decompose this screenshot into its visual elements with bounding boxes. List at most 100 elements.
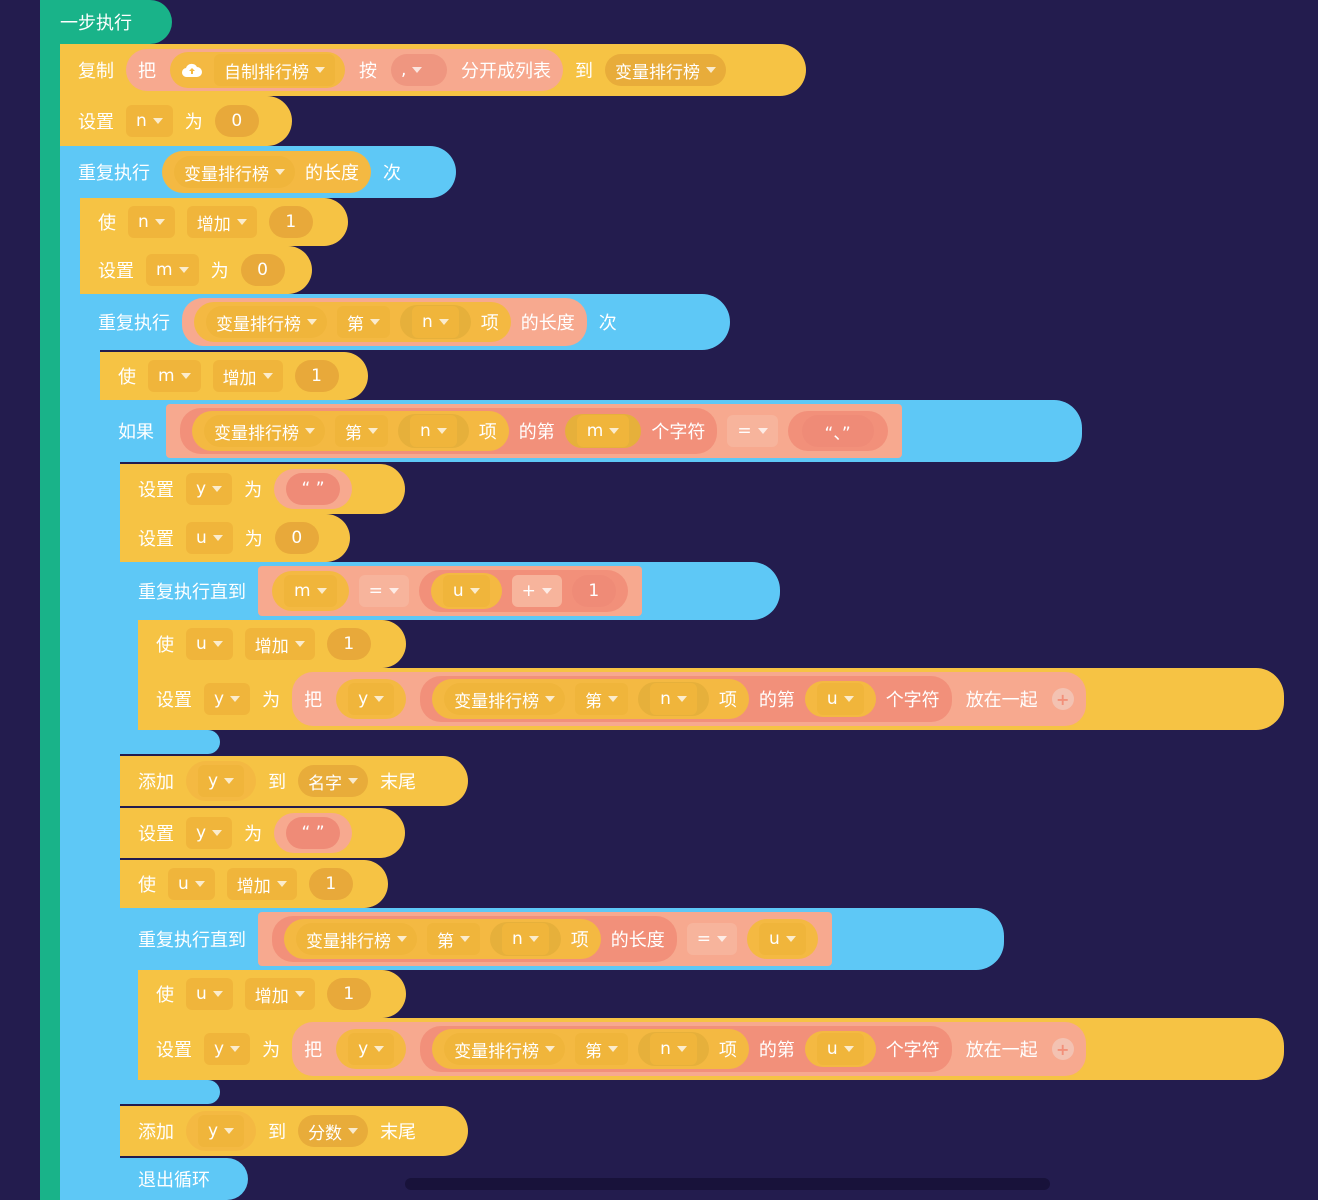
var-dropdown[interactable]: y [204, 683, 251, 715]
change-op-dropdown[interactable]: 增加 [186, 206, 257, 238]
equals-condition[interactable]: m = u + 1 [258, 566, 642, 616]
length-reporter[interactable]: 变量排行榜 的长度 [162, 151, 371, 193]
var-reporter[interactable]: u [804, 1031, 876, 1067]
index-type-dropdown[interactable]: 第 [337, 306, 390, 338]
one-step-hat-block[interactable]: 一步执行 [40, 0, 172, 44]
var-dropdown[interactable]: n [128, 206, 175, 238]
compare-op-dropdown[interactable]: = [727, 415, 778, 447]
var-dropdown[interactable]: n [126, 105, 173, 137]
list-dropdown[interactable]: 分数 [298, 1115, 369, 1147]
var-dropdown[interactable]: m [148, 360, 201, 392]
var-dropdown[interactable]: y [348, 1033, 395, 1065]
index-type-dropdown[interactable]: 第 [335, 415, 388, 447]
set-m-block[interactable]: 设置 m 为 0 [80, 246, 312, 294]
item-reporter[interactable]: 变量排行榜 第 n 项 [194, 302, 511, 342]
change-op-dropdown[interactable]: 增加 [244, 978, 315, 1010]
list-dropdown[interactable]: 变量排行榜 [204, 415, 325, 447]
separator-dropdown[interactable]: , [391, 54, 447, 86]
list-dropdown[interactable]: 变量排行榜 [296, 923, 417, 955]
var-dropdown[interactable]: u [759, 923, 806, 955]
number-input[interactable]: 1 [326, 978, 371, 1010]
var-dropdown[interactable]: u [186, 522, 233, 554]
number-input[interactable]: 0 [214, 105, 259, 137]
string-input[interactable]: “、” [801, 415, 874, 447]
change-u-block[interactable]: 使 u 增加 1 [138, 970, 406, 1018]
var-dropdown[interactable]: y [186, 473, 233, 505]
compare-op-dropdown[interactable]: = [686, 923, 738, 955]
item-reporter[interactable]: 变量排行榜 第 n 项 [192, 411, 509, 451]
var-dropdown[interactable]: n [502, 923, 549, 955]
var-dropdown[interactable]: y [198, 1115, 245, 1147]
var-reporter[interactable]: n [638, 1032, 709, 1066]
change-op-dropdown[interactable]: 增加 [226, 868, 297, 900]
split-list-slot[interactable]: 把 自制排行榜 按 , 分开成列表 [126, 49, 563, 91]
item-reporter[interactable]: 变量排行榜 第 n 项 [284, 919, 601, 959]
var-dropdown[interactable]: y [198, 765, 245, 797]
add-to-scores-block[interactable]: 添加 y 到 分数 末尾 [120, 1106, 468, 1156]
string-reporter[interactable]: “ ” [274, 469, 353, 509]
var-dropdown[interactable]: m [576, 415, 630, 447]
var-dropdown[interactable]: n [650, 683, 697, 715]
add-slot-plus-icon[interactable]: + [1051, 688, 1074, 710]
char-reporter[interactable]: 变量排行榜 第 n 项 的第 m 个字符 [180, 408, 718, 454]
var-reporter[interactable]: n [638, 682, 709, 716]
cloud-list-reporter[interactable]: 自制排行榜 [170, 52, 345, 88]
length-reporter[interactable]: 变量排行榜 第 n 项 的长度 [272, 916, 677, 962]
number-input[interactable]: 1 [326, 628, 371, 660]
var-reporter[interactable]: u [804, 681, 876, 717]
var-dropdown[interactable]: y [186, 817, 233, 849]
var-dropdown[interactable]: m [146, 254, 199, 286]
change-u-block[interactable]: 使 u 增加 1 [138, 620, 406, 668]
var-reporter[interactable]: n [398, 414, 469, 448]
repeat-until-block[interactable]: 重复执行直到 m = u + 1 [120, 562, 780, 620]
index-type-dropdown[interactable]: 第 [575, 683, 629, 715]
list-dropdown[interactable]: 变量排行榜 [174, 156, 295, 188]
var-reporter[interactable]: y [186, 761, 257, 801]
char-reporter[interactable]: 变量排行榜 第 n 项 的第 u 个字符 [420, 1026, 952, 1072]
index-type-dropdown[interactable]: 第 [575, 1033, 629, 1065]
break-loop-block[interactable]: 退出循环 [120, 1158, 248, 1200]
horizontal-scrollbar[interactable] [405, 1178, 1050, 1190]
set-y-join-block[interactable]: 设置 y 为 把 y 变量排行榜 第 n 项 的第 u 个字符 放在一起 + [138, 1018, 1284, 1080]
repeat-times-block[interactable]: 重复执行 变量排行榜 的长度 次 [60, 146, 456, 198]
var-reporter[interactable]: y [336, 1029, 407, 1069]
var-reporter[interactable]: u [747, 919, 818, 959]
set-y-join-block[interactable]: 设置 y 为 把 y 变量排行榜 第 n 项 的第 u 个字符 放在一起 + [138, 668, 1284, 730]
var-dropdown[interactable]: u [186, 978, 233, 1010]
item-reporter[interactable]: 变量排行榜 第 n 项 [432, 679, 749, 719]
index-type-dropdown[interactable]: 第 [427, 923, 480, 955]
set-u-block[interactable]: 设置 u 为 0 [120, 514, 350, 562]
var-dropdown[interactable]: y [204, 1033, 251, 1065]
add-reporter[interactable]: u + 1 [418, 570, 628, 612]
var-dropdown[interactable]: u [816, 683, 864, 715]
number-input[interactable]: 0 [240, 254, 285, 286]
set-n-block[interactable]: 设置 n 为 0 [60, 96, 292, 146]
repeat-until-block[interactable]: 重复执行直到 变量排行榜 第 n 项 的长度 = u [120, 908, 1004, 970]
list-dropdown[interactable]: 变量排行榜 [444, 1033, 566, 1065]
var-dropdown[interactable]: n [650, 1033, 697, 1065]
var-dropdown[interactable]: u [442, 575, 490, 607]
item-reporter[interactable]: 变量排行榜 第 n 项 [432, 1029, 749, 1069]
add-slot-plus-icon[interactable]: + [1051, 1038, 1074, 1060]
cloud-list-dropdown[interactable]: 自制排行榜 [214, 54, 335, 86]
number-input[interactable]: 1 [308, 868, 353, 900]
var-dropdown[interactable]: u [168, 868, 215, 900]
list-dropdown[interactable]: 名字 [298, 765, 369, 797]
equals-condition[interactable]: 变量排行榜 第 n 项 的长度 = u [258, 912, 832, 966]
var-dropdown[interactable]: n [412, 306, 459, 338]
join-reporter[interactable]: 把 y 变量排行榜 第 n 项 的第 u 个字符 放在一起 + [292, 672, 1086, 726]
var-dropdown[interactable]: u [816, 1033, 864, 1065]
math-op-dropdown[interactable]: + [511, 575, 562, 607]
copy-split-block[interactable]: 复制 把 自制排行榜 按 , 分开成列表 到 变量排行榜 [60, 44, 806, 96]
string-reporter[interactable]: “ ” [274, 813, 353, 853]
change-u-block[interactable]: 使 u 增加 1 [120, 860, 388, 908]
number-input[interactable]: 1 [571, 575, 616, 607]
var-dropdown[interactable]: n [410, 415, 457, 447]
var-dropdown[interactable]: u [186, 628, 233, 660]
if-block[interactable]: 如果 变量排行榜 第 n 项 的第 m 个字符 = “、” [100, 400, 1082, 462]
length-reporter[interactable]: 变量排行榜 第 n 项 的长度 [182, 298, 587, 346]
var-reporter[interactable]: y [186, 1111, 257, 1151]
equals-condition[interactable]: 变量排行榜 第 n 项 的第 m 个字符 = “、” [166, 404, 902, 458]
var-dropdown[interactable]: y [348, 683, 395, 715]
compare-op-dropdown[interactable]: = [358, 575, 409, 607]
